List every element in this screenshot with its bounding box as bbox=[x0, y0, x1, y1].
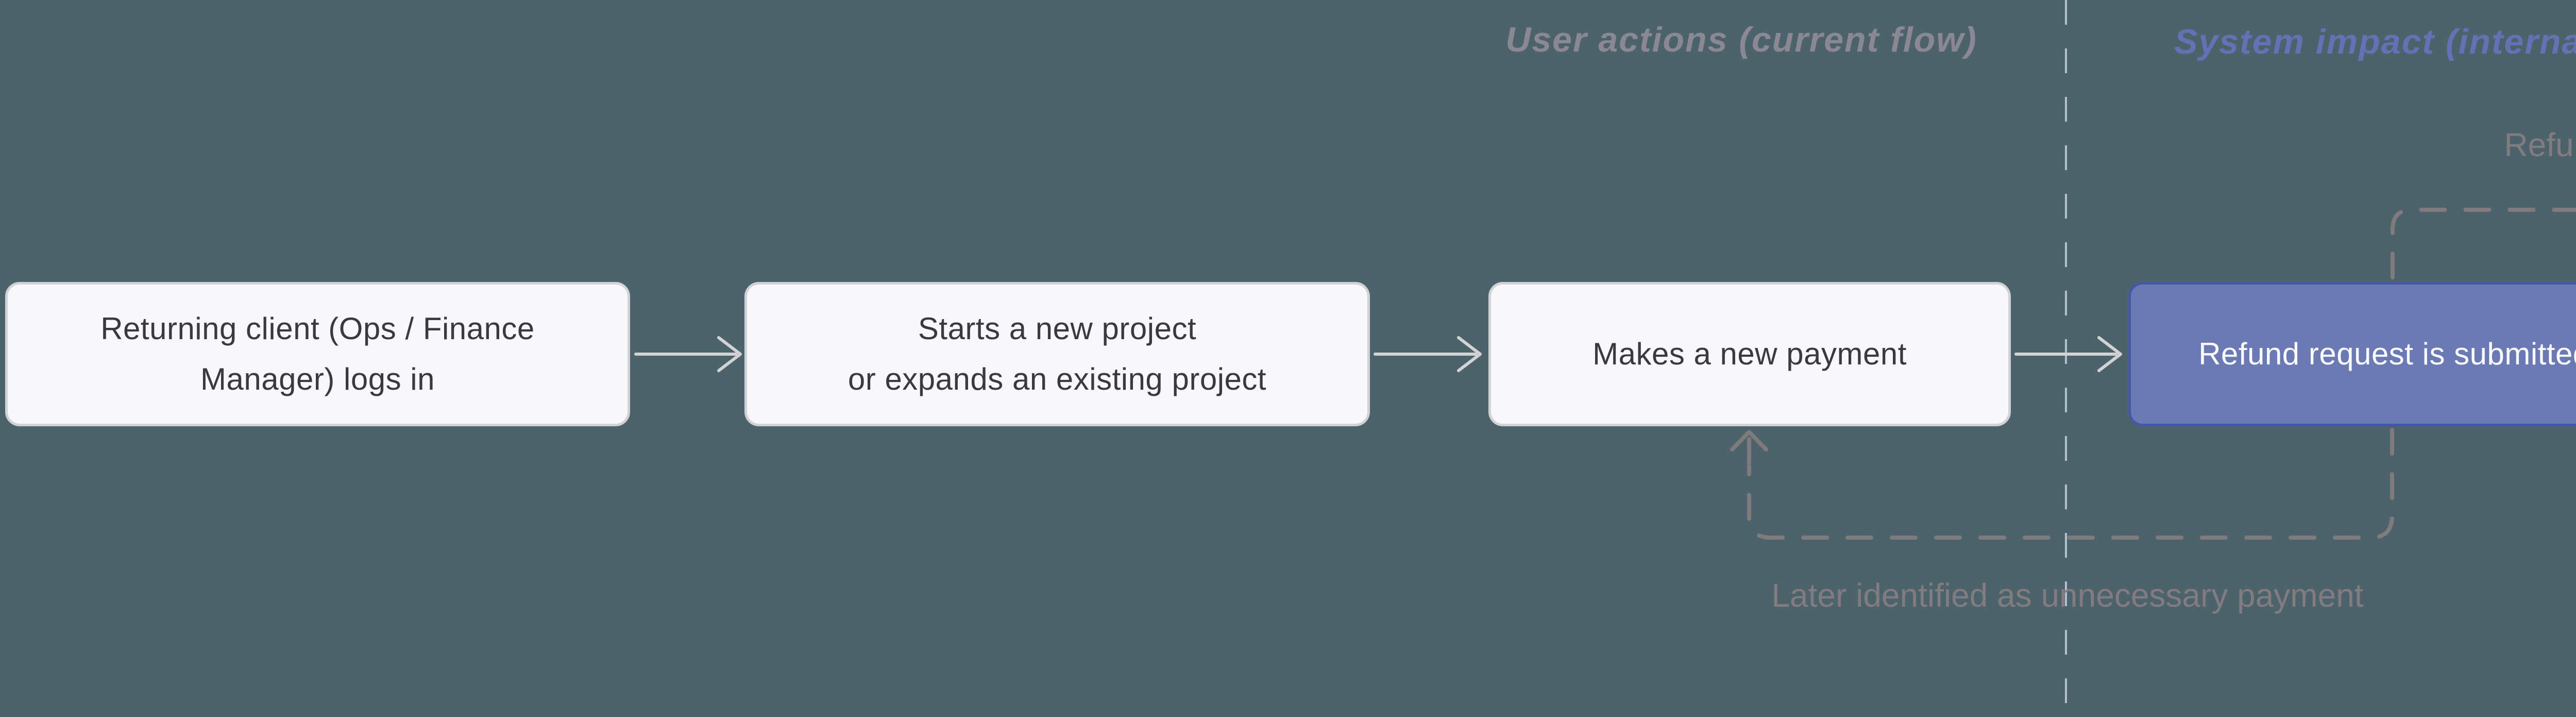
lane-header-user-actions: User actions (current flow) bbox=[1505, 20, 1977, 59]
arrow-login-to-project bbox=[634, 336, 742, 372]
lane-header-system-impact: System impact (internal outcomes) bbox=[2174, 22, 2576, 61]
annotation-refund-processing-takes-time: Refund processing takes time bbox=[2504, 126, 2576, 163]
node-text-line: Manager) logs in bbox=[200, 362, 435, 396]
node-text-line: Makes a new payment bbox=[1592, 337, 1907, 371]
arrow-payment-to-refund bbox=[2014, 336, 2122, 372]
dashed-loop-unnecessary-payment bbox=[1730, 428, 2394, 540]
node-text-line: Refund request is submitted bbox=[2198, 337, 2576, 371]
arrowhead-up-icon bbox=[1730, 430, 1768, 452]
node-text-line: or expands an existing project bbox=[848, 362, 1267, 396]
node-text-line: Starts a new project bbox=[918, 311, 1197, 346]
node-makes-new-payment[interactable]: Makes a new payment bbox=[1488, 282, 2011, 426]
annotation-later-identified-unnecessary-payment: Later identified as unnecessary payment bbox=[1771, 577, 2364, 614]
node-returning-client-logs-in[interactable]: Returning client (Ops / Finance Manager)… bbox=[5, 282, 630, 426]
dashed-loop-refund-processing bbox=[2391, 208, 2576, 279]
node-starts-or-expands-project[interactable]: Starts a new project or expands an exist… bbox=[744, 282, 1370, 426]
arrow-project-to-payment bbox=[1374, 336, 1482, 372]
node-refund-request-submitted[interactable]: Refund request is submitted bbox=[2128, 282, 2576, 426]
node-text-line: Returning client (Ops / Finance bbox=[100, 311, 535, 346]
